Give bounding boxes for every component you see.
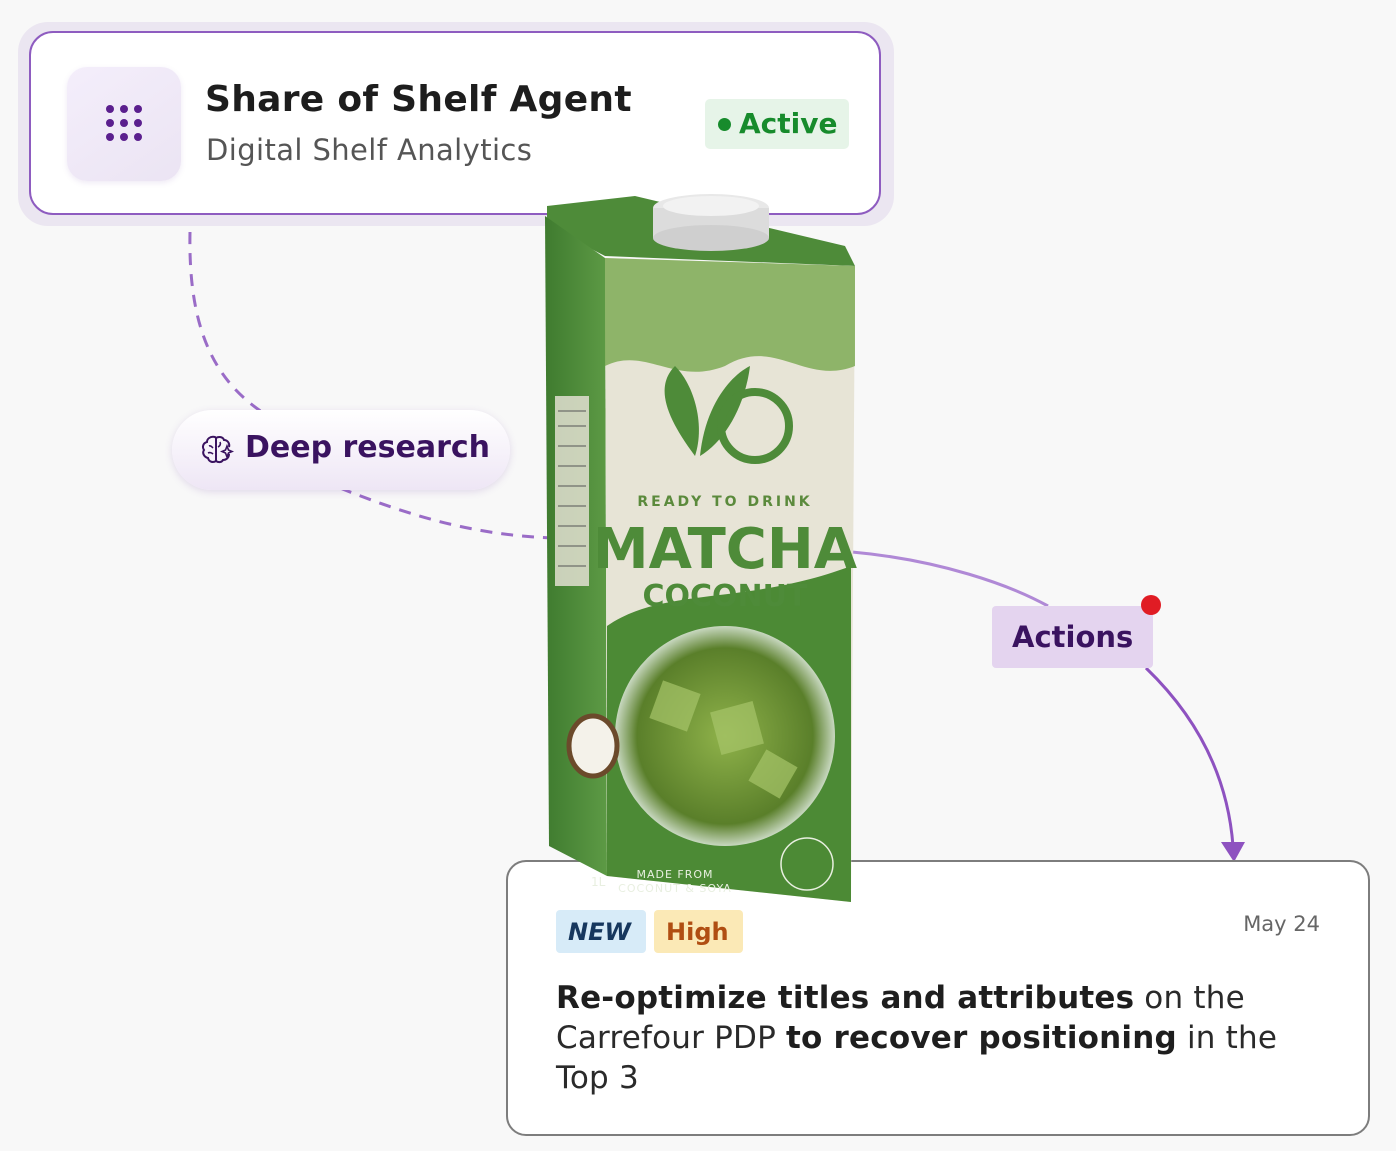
carton-volume: 1L	[591, 875, 606, 889]
agent-icon-box	[67, 67, 181, 181]
agent-subtitle: Digital Shelf Analytics	[206, 133, 533, 167]
priority-tag: High	[654, 910, 743, 953]
card-date: May 24	[1243, 912, 1320, 936]
status-dot-icon	[718, 118, 731, 131]
action-recommendation-card[interactable]: NEW High May 24 Re-optimize titles and a…	[506, 860, 1370, 1136]
carton-product-name: MATCHA	[593, 517, 857, 582]
agent-title: Share of Shelf Agent	[205, 79, 632, 120]
status-badge: Active	[705, 99, 849, 149]
carton-flavor: COCONUT	[643, 579, 809, 614]
product-to-actions-connector	[851, 550, 1049, 608]
arrowhead-icon	[1221, 842, 1245, 862]
research-to-product-connector	[339, 486, 553, 540]
deep-research-label: Deep research	[245, 430, 491, 465]
brain-sparkle-icon	[202, 435, 235, 464]
carton-ingredients: COCONUT & SOYA	[618, 882, 732, 895]
deep-research-button[interactable]: Deep research	[172, 410, 510, 490]
actions-label: Actions	[1012, 620, 1134, 654]
actions-to-card-connector	[1144, 666, 1235, 847]
carton-brand-line: READY TO DRINK	[637, 494, 812, 510]
agent-card[interactable]: Share of Shelf Agent Digital Shelf Analy…	[29, 31, 881, 215]
status-label: Active	[739, 107, 838, 140]
actions-button[interactable]: Actions	[992, 606, 1153, 668]
research-connector	[188, 231, 263, 414]
action-description: Re-optimize titles and attributes on the…	[556, 980, 1278, 1096]
grid-dots-icon	[106, 105, 142, 141]
carton-made-from: MADE FROM	[636, 868, 713, 881]
notification-dot-icon	[1141, 595, 1161, 615]
new-tag: NEW	[556, 910, 646, 953]
matcha-coconut-carton-image: READY TO DRINK MATCHA COCONUT MADE FROM …	[545, 194, 857, 902]
